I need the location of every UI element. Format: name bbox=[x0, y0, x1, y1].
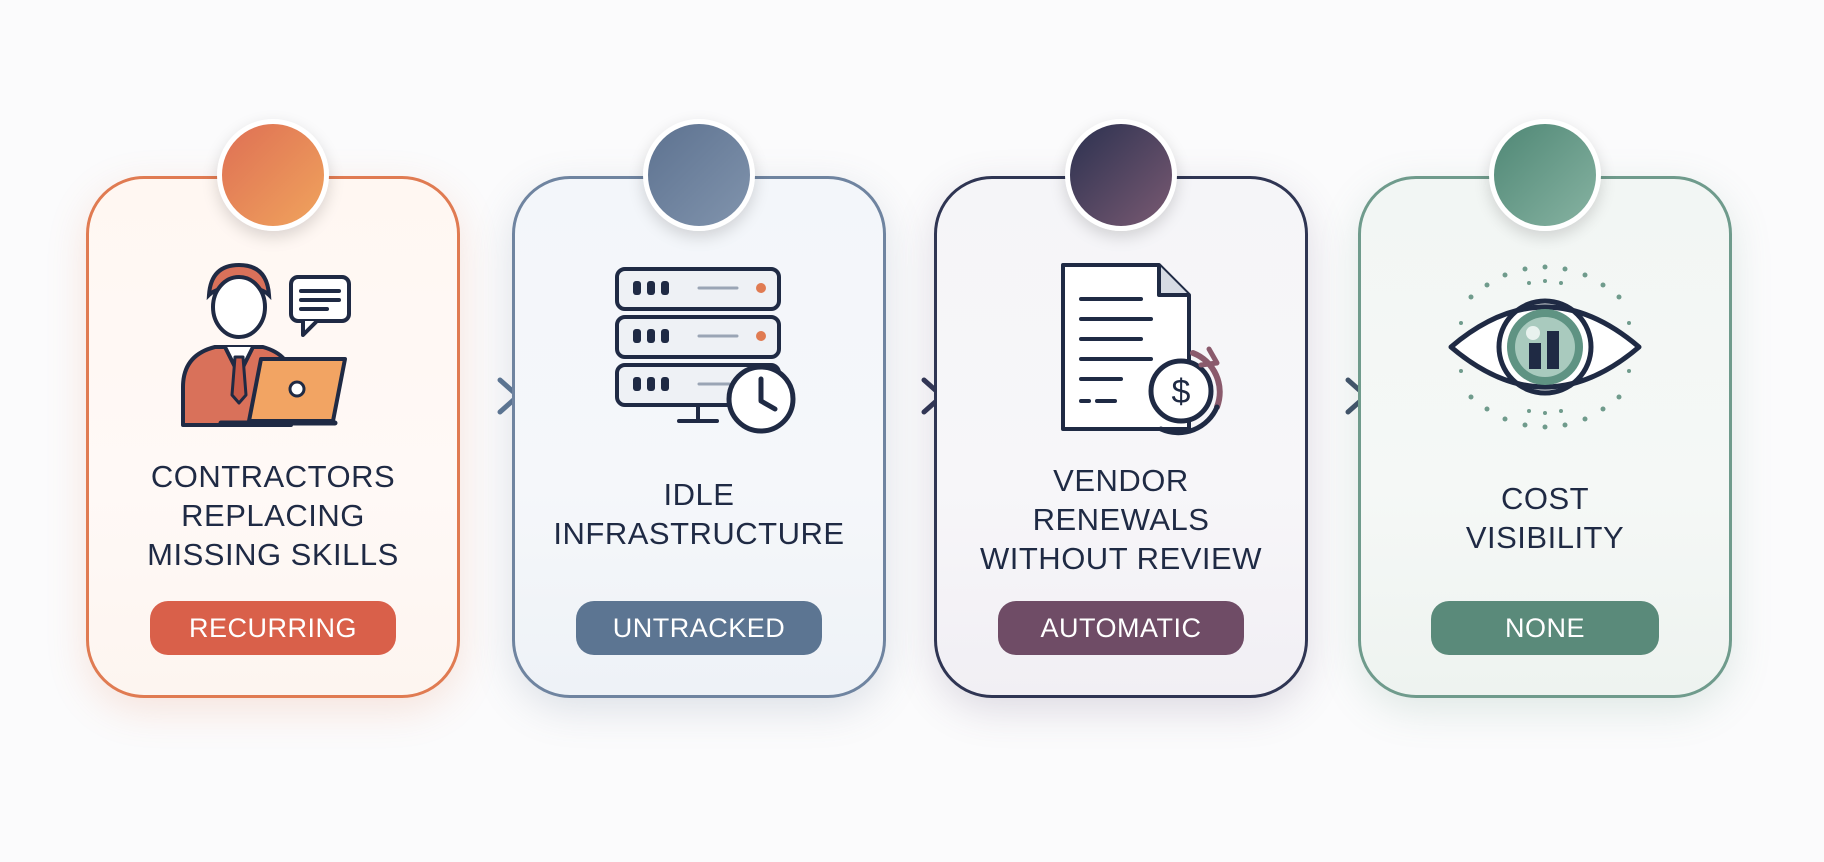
step-card-contractors: CONTRACTORS REPLACING MISSING SKILLS REC… bbox=[86, 119, 460, 698]
step-title: VENDOR RENEWALS WITHOUT REVIEW bbox=[980, 463, 1262, 576]
eye-chart-icon bbox=[1448, 264, 1642, 430]
step-marker bbox=[1489, 119, 1601, 231]
step-title: IDLE INFRASTRUCTURE bbox=[553, 477, 845, 551]
step-title: COST VISIBILITY bbox=[1465, 481, 1625, 555]
step-card-vendor-renewals: $ VENDOR RENEWALS WITHOUT REVIEW AUTOMAT… bbox=[934, 119, 1308, 698]
status-badge: RECURRING bbox=[150, 601, 396, 655]
step-marker bbox=[217, 119, 329, 231]
step-card-cost-visibility: COST VISIBILITY NONE bbox=[1358, 119, 1732, 698]
status-badge: AUTOMATIC bbox=[998, 601, 1244, 655]
status-badge: UNTRACKED bbox=[576, 601, 822, 655]
step-marker bbox=[1065, 119, 1177, 231]
step-marker bbox=[643, 119, 755, 231]
server-clock-icon bbox=[615, 267, 796, 434]
step-title: CONTRACTORS REPLACING MISSING SKILLS bbox=[147, 459, 399, 572]
svg-text:$: $ bbox=[1172, 373, 1191, 411]
step-card-infrastructure: IDLE INFRASTRUCTURE UNTRACKED bbox=[512, 119, 886, 698]
status-badge: NONE bbox=[1431, 601, 1659, 655]
contractor-laptop-icon bbox=[181, 262, 351, 427]
document-renewal-icon: $ bbox=[1061, 263, 1223, 436]
